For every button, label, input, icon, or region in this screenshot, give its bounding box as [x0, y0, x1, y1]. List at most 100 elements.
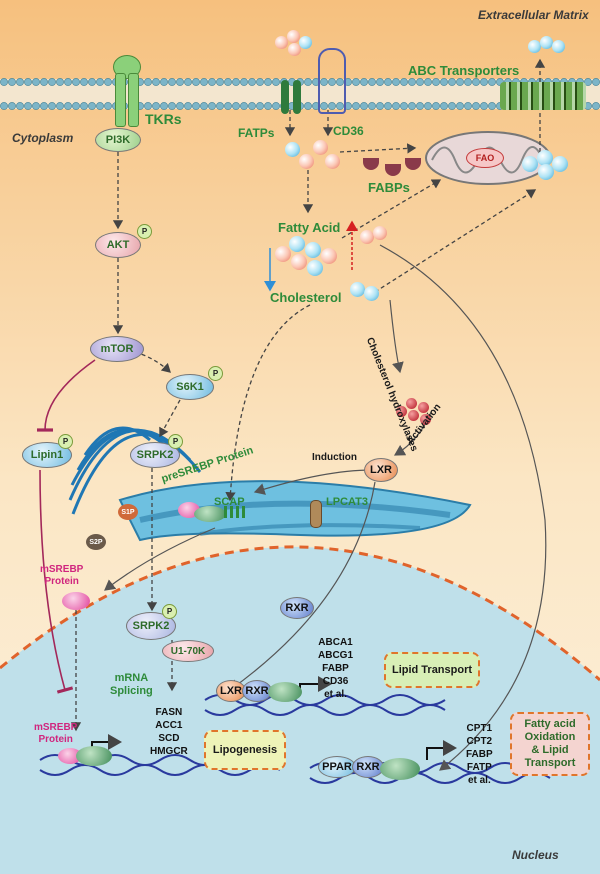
- lipid-head: [168, 102, 176, 110]
- gene-fatp: FATP: [466, 762, 492, 773]
- lpcat3-icon: [310, 500, 322, 528]
- lipid-head: [88, 102, 96, 110]
- lxr-nucleus-node: LXR: [216, 680, 246, 702]
- phospho-badge-s6k1: P: [208, 366, 223, 381]
- fao-box-line1: Fatty acid: [524, 718, 576, 730]
- fatp-channel-icon: [281, 80, 301, 114]
- nucleus-label: Nucleus: [512, 848, 559, 862]
- lipid-head: [368, 78, 376, 86]
- cytoplasm-fatty-acid-cluster: [285, 140, 341, 174]
- lipid-head: [104, 78, 112, 86]
- golgi-apparatus: [68, 426, 202, 515]
- lipid-head: [352, 102, 360, 110]
- lipid-head: [184, 78, 192, 86]
- u1-70k-node: U1-70K: [162, 640, 214, 662]
- s6k1-node: S6K1: [166, 374, 214, 400]
- lipid-head: [88, 78, 96, 86]
- lipid-head: [192, 78, 200, 86]
- lipid-head: [72, 102, 80, 110]
- lipid-head: [24, 102, 32, 110]
- lipid-head: [424, 78, 432, 86]
- lipid-head: [416, 102, 424, 110]
- gene-etal-fao: et al.: [467, 775, 491, 786]
- lipid-head: [360, 102, 368, 110]
- rxr-free-node: RXR: [280, 597, 314, 619]
- lipid-head: [392, 78, 400, 86]
- gene-hmgcr: HMGCR: [150, 746, 188, 757]
- abc-transporters-label: ABC Transporters: [408, 63, 520, 78]
- lipid-head: [144, 102, 152, 110]
- phospho-badge-akt: P: [137, 224, 152, 239]
- lipid-head: [80, 102, 88, 110]
- lipid-head: [448, 78, 456, 86]
- fatps-label: FATPs: [238, 126, 275, 140]
- lipid-head: [216, 78, 224, 86]
- lipid-head: [416, 78, 424, 86]
- fatty-acid-pair-right: [360, 226, 390, 248]
- lipid-head: [440, 78, 448, 86]
- gene-abca1: ABCA1: [318, 637, 353, 648]
- lipid-head: [480, 102, 488, 110]
- cytoplasm-label: Cytoplasm: [12, 131, 74, 145]
- ppar-coactivator-icon: [380, 758, 420, 780]
- lipid-head: [392, 102, 400, 110]
- lipid-head: [384, 102, 392, 110]
- induction-label: Induction: [312, 452, 357, 463]
- lipid-head: [96, 78, 104, 86]
- lipid-head: [432, 102, 440, 110]
- lipid-head: [64, 102, 72, 110]
- endoplasmic-reticulum: [118, 480, 472, 542]
- lipid-head: [248, 102, 256, 110]
- lipid-head: [488, 78, 496, 86]
- lipid-head: [408, 102, 416, 110]
- phospho-badge-srpk2: P: [168, 434, 183, 449]
- lipid-head: [472, 102, 480, 110]
- mrna-splicing-label: mRNA Splicing: [110, 672, 153, 698]
- s1p-node: S1P: [118, 504, 138, 520]
- lipid-head: [208, 102, 216, 110]
- lipid-head: [256, 78, 264, 86]
- lipid-head: [264, 102, 272, 110]
- extracellular-fatty-acid-cluster: [275, 30, 315, 60]
- lipid-head: [400, 102, 408, 110]
- gene-scd: SCD: [158, 733, 180, 744]
- lipid-head: [368, 102, 376, 110]
- lipogenesis-genes: FASN ACC1 SCD HMGCR: [150, 706, 188, 758]
- msrebp-nuc-line2: Protein: [38, 734, 73, 745]
- lxr-cyto-node: LXR: [364, 458, 398, 482]
- lipid-head: [360, 78, 368, 86]
- lipid-head: [456, 102, 464, 110]
- lipid-head: [304, 78, 312, 86]
- lipid-head: [32, 78, 40, 86]
- scap-label: SCAP: [214, 496, 245, 508]
- oxysterol-cluster: [396, 398, 436, 428]
- lipid-head: [592, 78, 600, 86]
- fao-genes: CPT1 CPT2 FABP FATP et al.: [466, 722, 493, 787]
- lipid-head: [0, 102, 8, 110]
- lipid-head: [56, 78, 64, 86]
- fao-badge: FAO: [466, 148, 504, 168]
- presrebp-complex-icon: [178, 500, 248, 524]
- gene-abcg1: ABCG1: [318, 650, 354, 661]
- lipid-head: [40, 102, 48, 110]
- lipid-head: [232, 78, 240, 86]
- msrebp-cyto-label: mSREBP Protein: [40, 564, 83, 588]
- rxr-ppar-node: RXR: [352, 756, 384, 778]
- msrebp-cyto-line1: mSREBP: [40, 564, 84, 575]
- lipid-head: [352, 78, 360, 86]
- lipid-head: [336, 78, 344, 86]
- gene-cpt2: CPT2: [466, 736, 493, 747]
- lipid-head: [488, 102, 496, 110]
- lipid-head: [144, 78, 152, 86]
- abc-cytoplasm-cluster: [522, 150, 570, 182]
- central-lipid-cluster: [275, 236, 345, 280]
- lipid-head: [480, 78, 488, 86]
- lipid-head: [272, 78, 280, 86]
- lipid-head: [256, 102, 264, 110]
- lipid-head: [408, 78, 416, 86]
- fabps-label: FABPs: [368, 180, 410, 195]
- lipid-head: [216, 102, 224, 110]
- tkrs-label: TKRs: [145, 111, 182, 127]
